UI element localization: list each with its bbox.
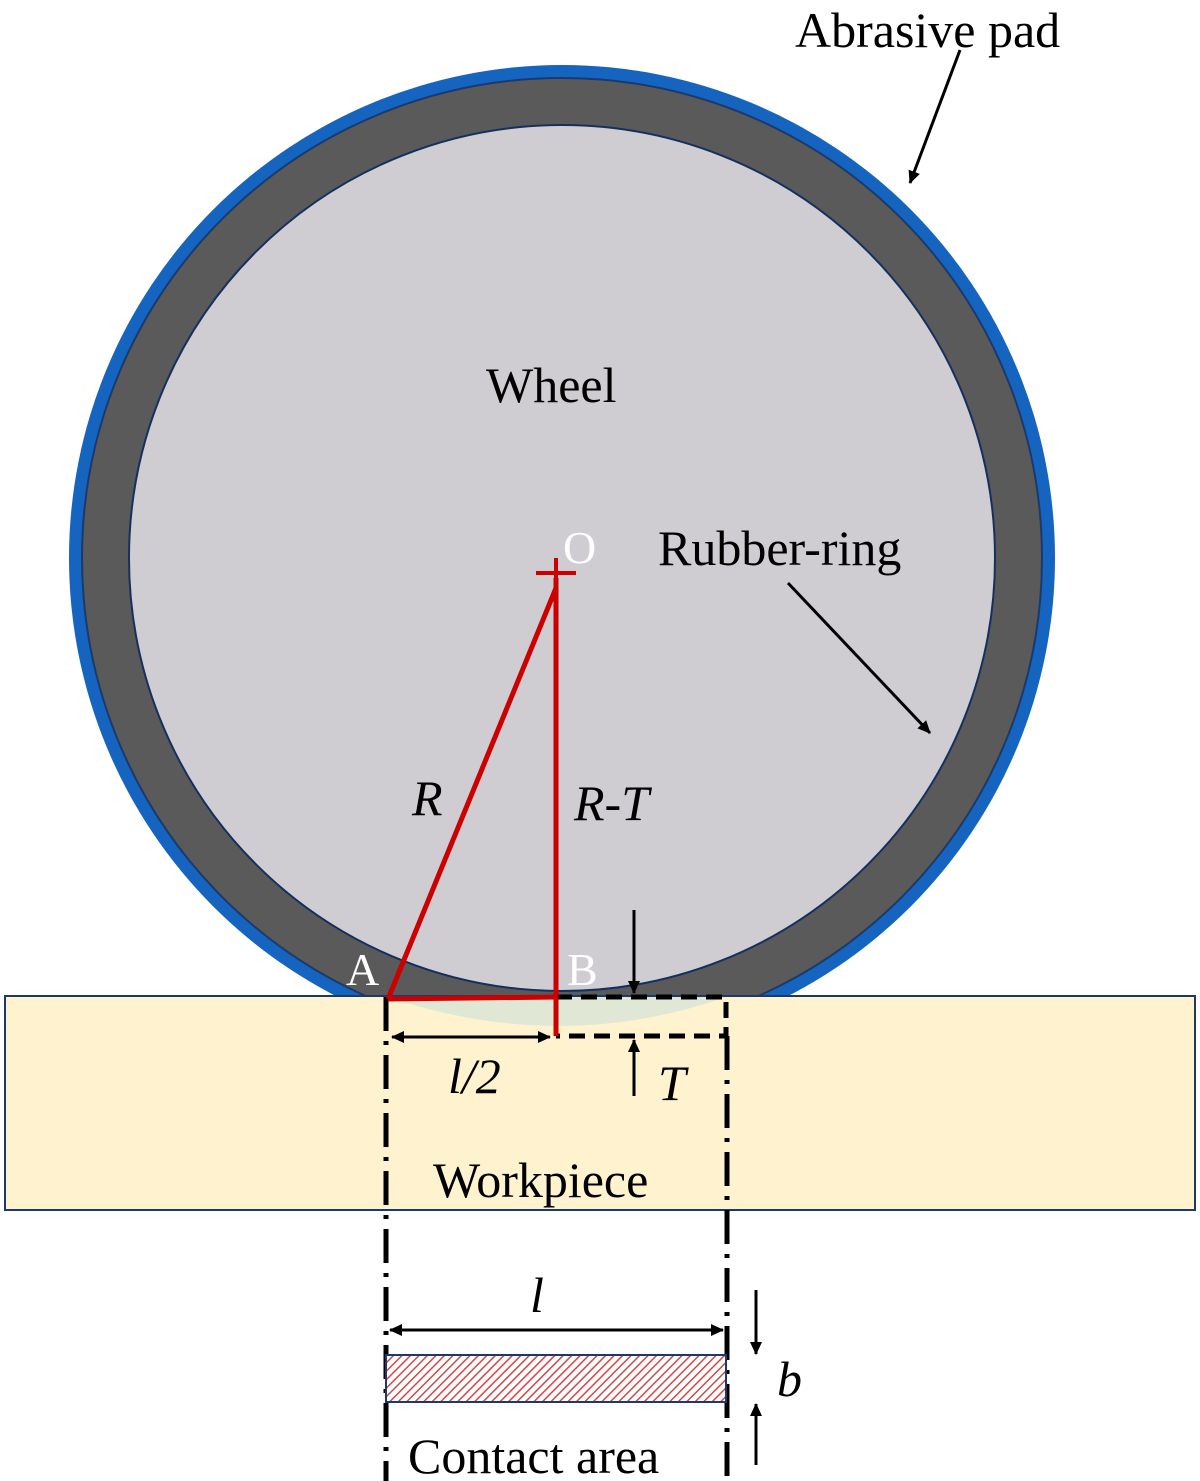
workpiece-block [4,995,1196,1211]
rubber-ring-leader-arrow [786,581,932,735]
rubber-ring-label: Rubber-ring [658,520,901,576]
workpiece-label: Workpiece [433,1152,648,1208]
point-a-label: A [346,944,379,995]
center-label: O [563,522,596,573]
point-b-label: B [567,944,598,995]
contact-width-label: b [777,1351,802,1407]
depth-label: T [658,1055,689,1111]
abrasive-pad-leader-arrow [908,49,962,184]
contact-depth-box [556,994,729,1039]
wheel-label: Wheel [486,357,616,413]
contact-area-label: Contact area [408,1428,659,1481]
wheel-core [128,124,996,992]
radius-minus-depth-label: R-T [573,775,652,831]
radius-label: R [411,770,443,826]
contact-area-patch [385,1354,727,1403]
half-length-label: l/2 [448,1048,501,1104]
radius-line-r [385,587,559,1000]
abrasive-pad-label: Abrasive pad [795,2,1060,58]
contact-length-label: l [530,1267,544,1323]
chord-half-line [387,994,557,1002]
